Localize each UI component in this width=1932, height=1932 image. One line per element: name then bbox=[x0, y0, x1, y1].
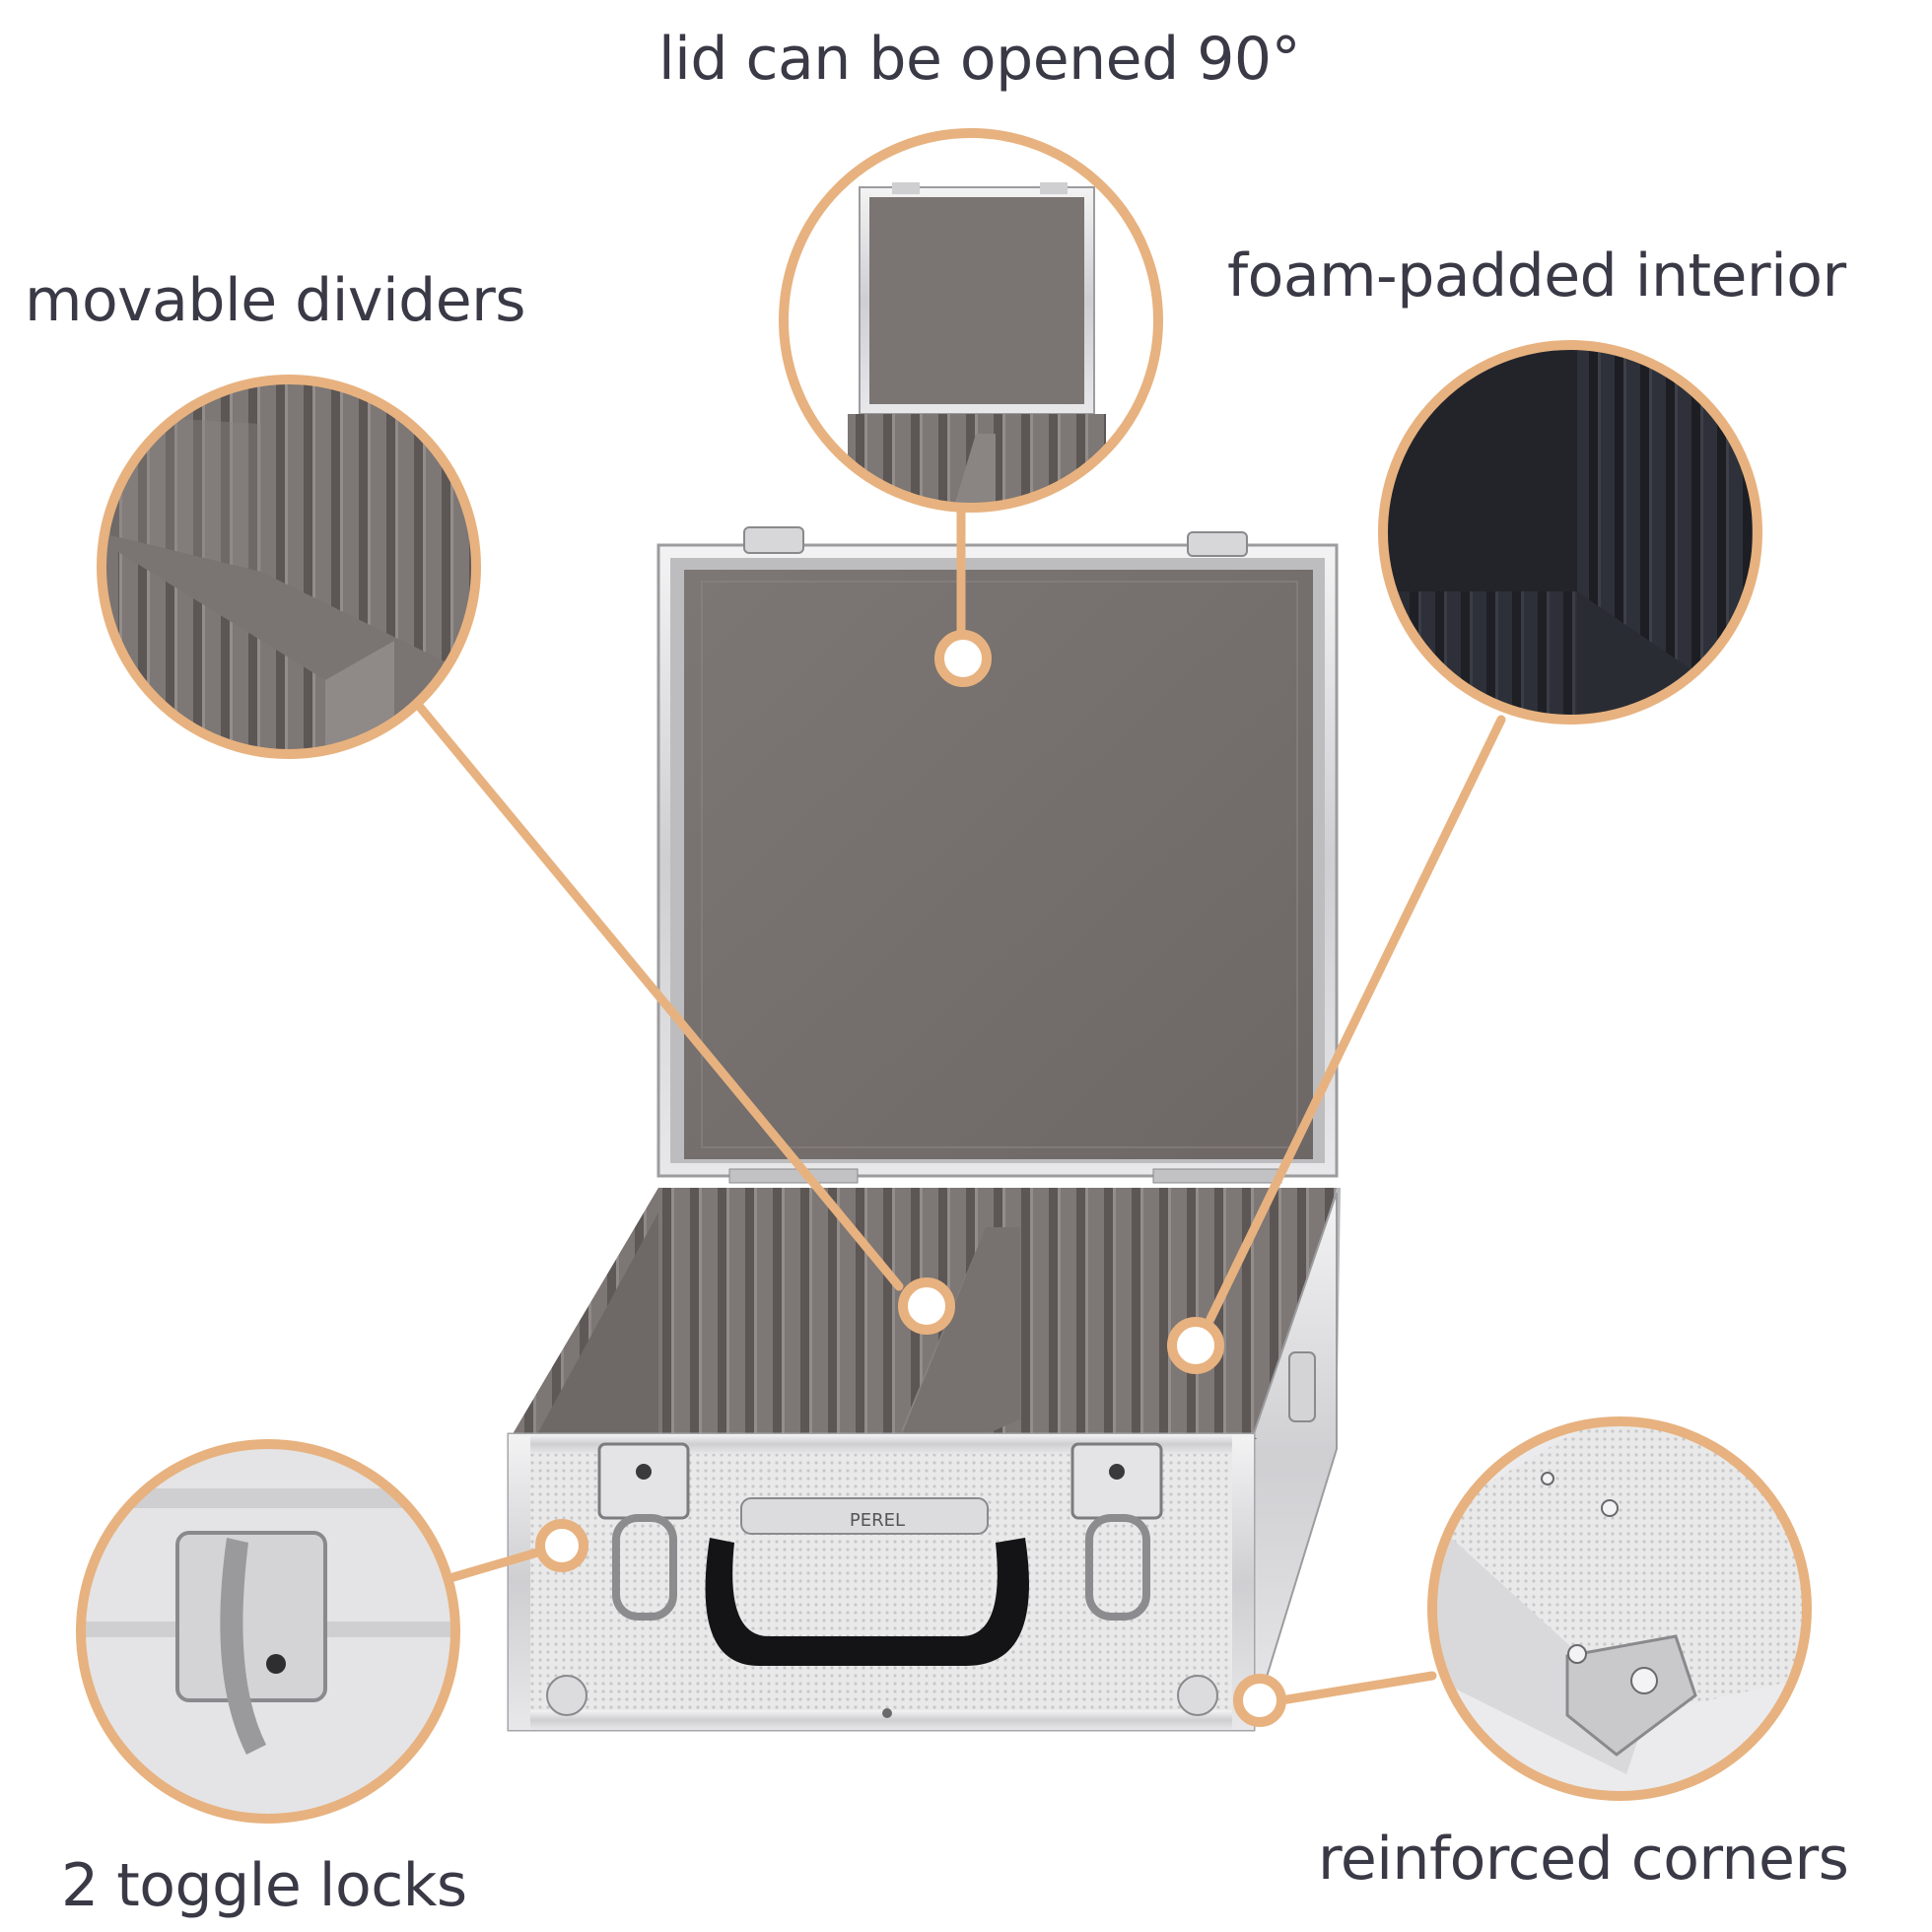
zoom-foam bbox=[1378, 340, 1762, 724]
zoom-lid bbox=[779, 128, 1163, 513]
callout-lines bbox=[409, 503, 1506, 1705]
zoom-dividers bbox=[97, 375, 481, 759]
carry-handle: PEREL bbox=[705, 1497, 1029, 1666]
label-toggle-locks: 2 toggle locks bbox=[61, 1851, 467, 1920]
toggle-lock-left bbox=[597, 1442, 690, 1621]
callout-dots bbox=[535, 630, 1286, 1727]
case-main: PEREL bbox=[507, 526, 1341, 1732]
label-reinforced-corners: reinforced corners bbox=[1318, 1825, 1849, 1894]
label-foam-interior: foam-padded interior bbox=[1227, 242, 1846, 310]
zoom-toggle bbox=[76, 1439, 460, 1824]
brand-plate: PEREL bbox=[850, 1510, 905, 1531]
label-lid-opening: lid can be opened 90° bbox=[658, 25, 1301, 94]
toggle-lock-right bbox=[1070, 1442, 1163, 1621]
zoom-corner bbox=[1427, 1416, 1812, 1801]
label-movable-dividers: movable dividers bbox=[25, 266, 526, 335]
